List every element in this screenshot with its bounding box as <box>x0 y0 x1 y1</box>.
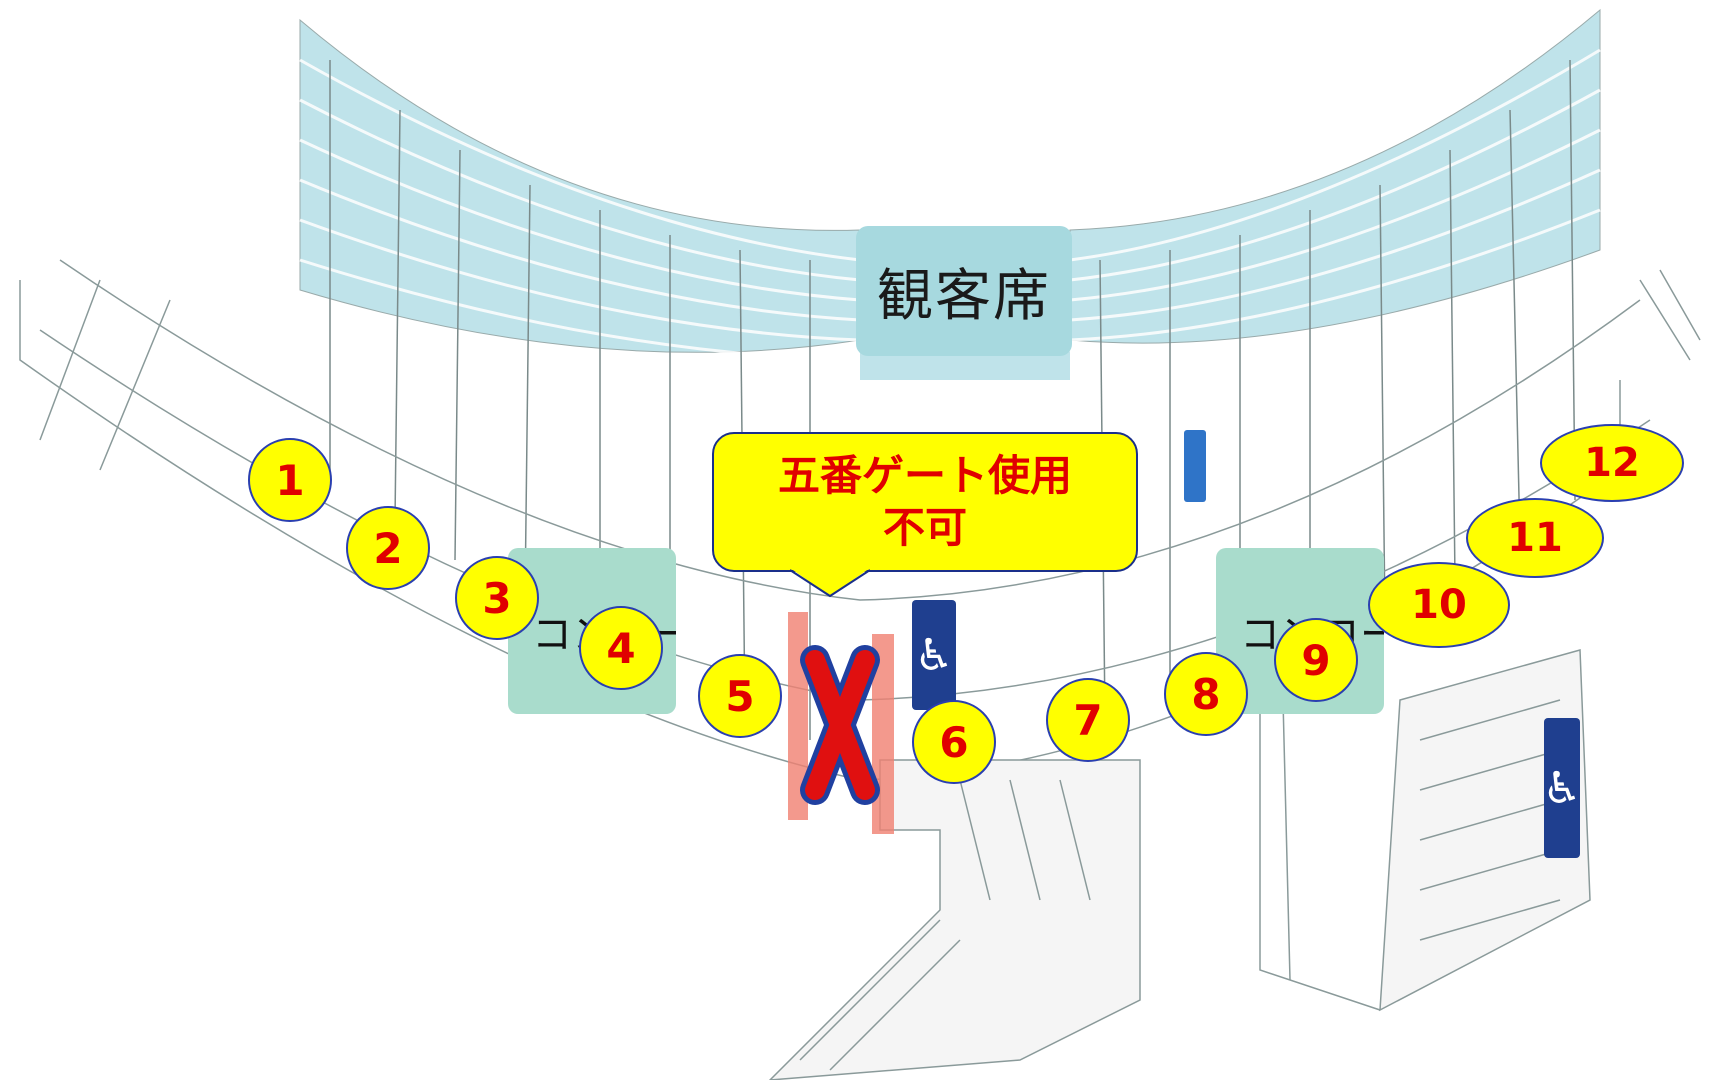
blue-marker <box>1184 430 1206 502</box>
gate-11-marker[interactable]: 11 <box>1466 498 1604 578</box>
gate-4-marker[interactable]: 4 <box>579 606 663 690</box>
notice-callout-tail <box>790 568 870 598</box>
notice-line-2: 不可 <box>882 503 967 552</box>
gate-12-marker[interactable]: 12 <box>1540 424 1684 502</box>
notice-line-1: 五番ゲート使用 <box>777 450 1072 500</box>
gate-2-marker[interactable]: 2 <box>346 506 430 590</box>
gate-8-marker[interactable]: 8 <box>1164 652 1248 736</box>
spectator-seats-label: 観客席 <box>856 226 1072 356</box>
entrance-structure <box>768 560 1591 1080</box>
gate-1-marker[interactable]: 1 <box>248 438 332 522</box>
gate-10-marker[interactable]: 10 <box>1368 562 1510 648</box>
gate-3-marker[interactable]: 3 <box>455 556 539 640</box>
gate-7-marker[interactable]: 7 <box>1046 678 1130 762</box>
wheelchair-icon: ♿ <box>1542 718 1582 858</box>
closed-gate-mark <box>788 612 894 834</box>
wheelchair-icon: ♿ <box>912 600 956 710</box>
gate5-closed-notice: 五番ゲート使用 不可 <box>712 432 1138 572</box>
gate-5-marker[interactable]: 5 <box>698 654 782 738</box>
gate-9-marker[interactable]: 9 <box>1274 618 1358 702</box>
gate-6-marker[interactable]: 6 <box>912 700 996 784</box>
